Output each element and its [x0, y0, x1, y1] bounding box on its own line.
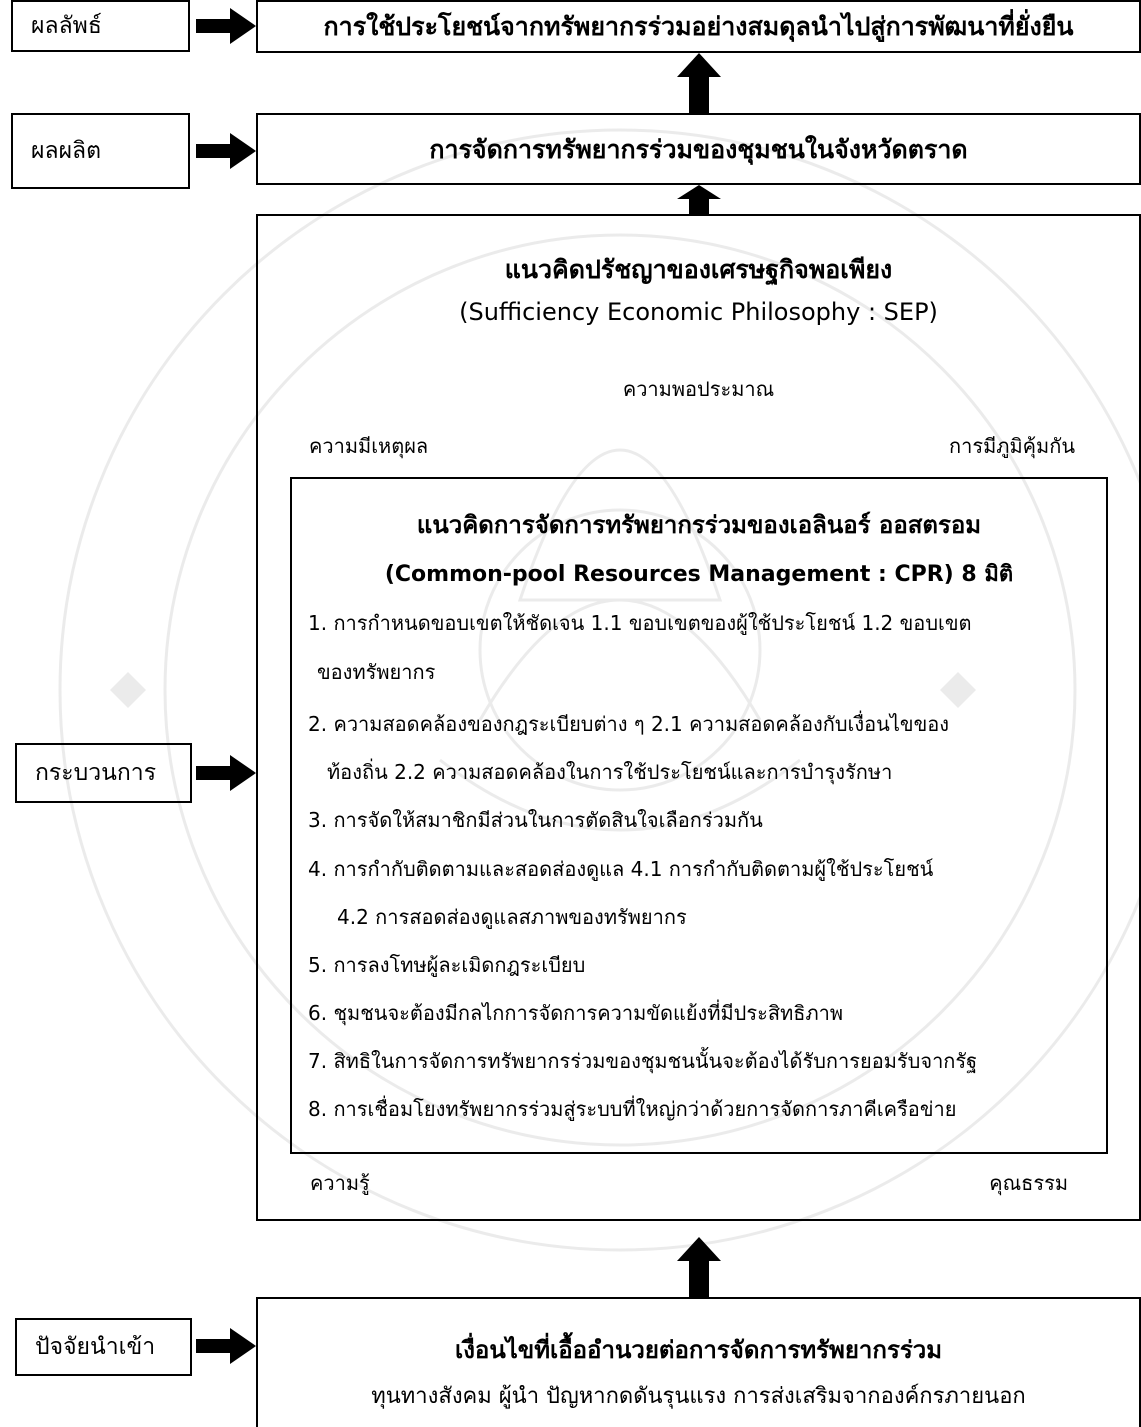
- input-text: ทุนทางสังคม ผู้นำ ปัญหากดดันรุนแรง การส่…: [371, 1384, 1026, 1409]
- up-arrow-icon: [677, 1237, 721, 1297]
- output-arrow-icon: [196, 133, 256, 169]
- outcome-label-box: ผลลัพธ์: [11, 0, 190, 52]
- cpr-item: 1. การกำหนดขอบเขตให้ชัดเจน 1.1 ขอบเขตของ…: [308, 611, 972, 635]
- outcome-label: ผลลัพธ์: [31, 12, 102, 39]
- outcome-arrow-icon: [196, 8, 256, 44]
- input-arrow-icon: [196, 1328, 256, 1364]
- cpr-item: 5. การลงโทษผู้ละเมิดกฎระเบียบ: [308, 953, 586, 977]
- up-arrow-icon: [677, 185, 721, 215]
- sep-immunity: การมีภูมิคุ้มกัน: [949, 434, 1075, 458]
- sep-moderation: ความพอประมาณ: [622, 377, 775, 401]
- input-title: เงื่อนไขที่เอื้ออำนวยต่อการจัดการทรัพยาก…: [454, 1336, 943, 1364]
- input-label: ปัจจัยนำเข้า: [35, 1333, 156, 1360]
- sep-knowledge: ความรู้: [310, 1171, 370, 1195]
- output-box: การจัดการทรัพยากรร่วมของชุมชนในจังหวัดตร…: [256, 113, 1141, 185]
- cpr-item: 3. การจัดให้สมาชิกมีส่วนในการตัดสินใจเลื…: [308, 808, 763, 832]
- sep-framework-box: [256, 214, 1141, 1221]
- cpr-item: 4.2 การสอดส่องดูแลสภาพของทรัพยากร: [337, 905, 687, 929]
- cpr-box: [290, 477, 1108, 1154]
- output-label: ผลผลิต: [31, 137, 102, 164]
- process-arrow-icon: [196, 755, 256, 791]
- cpr-item: 2. ความสอดคล้องของกฎระเบียบต่าง ๆ 2.1 คว…: [308, 712, 950, 736]
- up-arrow-icon: [677, 53, 721, 113]
- cpr-item: 6. ชุมชนจะต้องมีกลไกการจัดการความขัดแย้ง…: [308, 1001, 844, 1025]
- cpr-subtitle: (Common-pool Resources Management : CPR)…: [384, 562, 1014, 587]
- sep-morality: คุณธรรม: [989, 1171, 1068, 1195]
- input-box: [256, 1297, 1141, 1427]
- sep-title: แนวคิดปรัชญาของเศรษฐกิจพอเพียง: [504, 255, 893, 284]
- output-text: การจัดการทรัพยากรร่วมของชุมชนในจังหวัดตร…: [429, 134, 968, 164]
- sep-reasonableness: ความมีเหตุผล: [309, 434, 429, 458]
- process-label: กระบวนการ: [35, 759, 157, 786]
- cpr-item: ท้องถิ่น 2.2 ความสอดคล้องในการใช้ประโยชน…: [327, 760, 893, 784]
- cpr-item: 8. การเชื่อมโยงทรัพยากรร่วมสู่ระบบที่ใหญ…: [308, 1097, 957, 1121]
- outcome-text: การใช้ประโยชน์จากทรัพยากรร่วมอย่างสมดุลน…: [323, 12, 1074, 41]
- cpr-item: 4. การกำกับติดตามและสอดส่องดูแล 4.1 การก…: [308, 857, 934, 881]
- output-label-box: ผลผลิต: [11, 113, 190, 189]
- sep-subtitle: (Sufficiency Economic Philosophy : SEP): [459, 298, 938, 326]
- outcome-box: การใช้ประโยชน์จากทรัพยากรร่วมอย่างสมดุลน…: [256, 0, 1141, 53]
- process-label-box: กระบวนการ: [15, 743, 192, 803]
- input-label-box: ปัจจัยนำเข้า: [15, 1318, 192, 1376]
- cpr-title: แนวคิดการจัดการทรัพยากรร่วมของเอลินอร์ อ…: [416, 511, 982, 539]
- cpr-item: ของทรัพยากร: [317, 660, 436, 684]
- cpr-item: 7. สิทธิในการจัดการทรัพยากรร่วมของชุมชนน…: [308, 1049, 978, 1073]
